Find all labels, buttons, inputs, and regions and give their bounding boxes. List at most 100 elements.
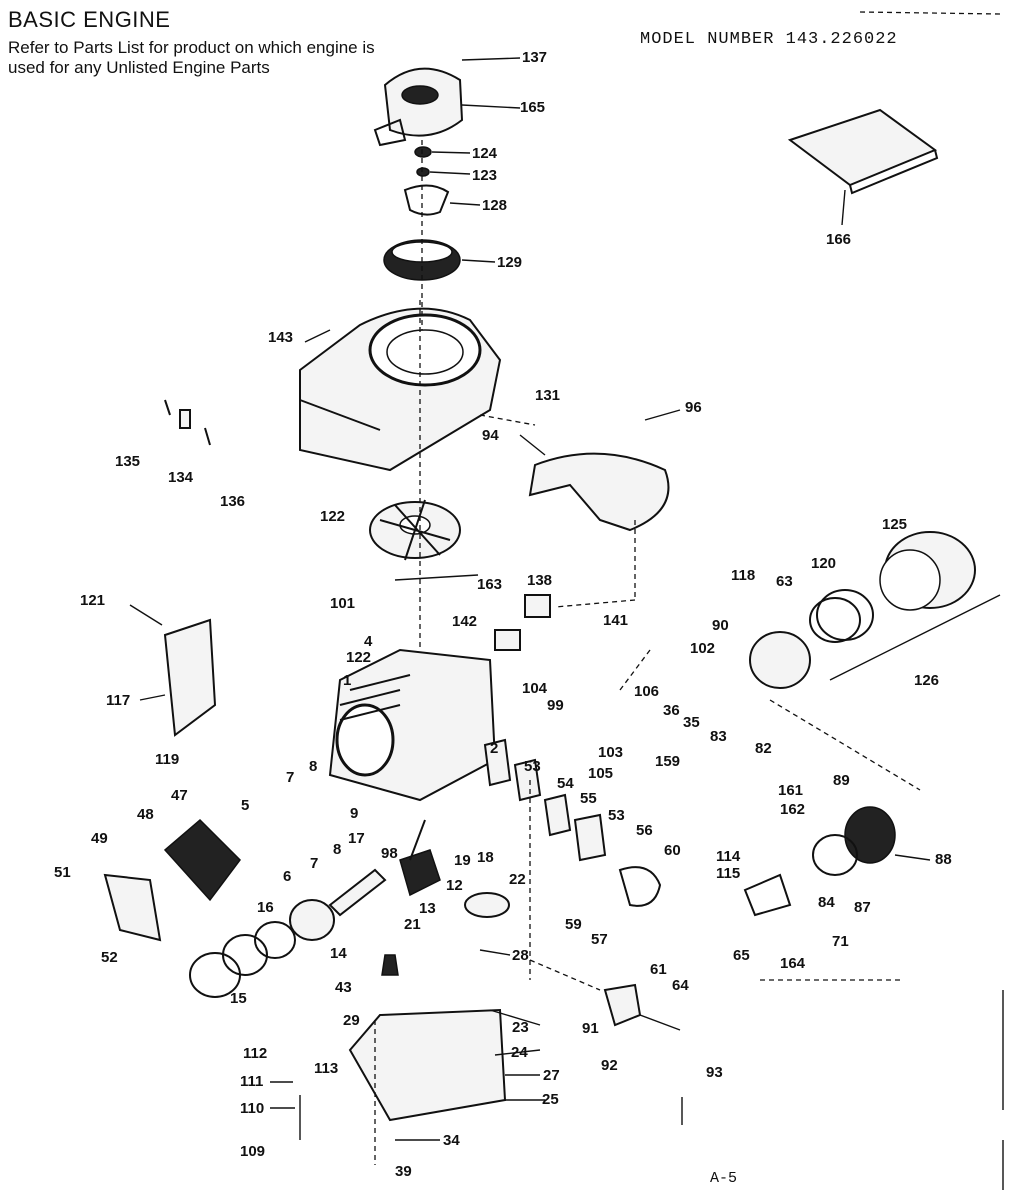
part-label: 136	[220, 493, 245, 510]
part-label: 121	[80, 592, 105, 609]
part-label: 24	[511, 1044, 528, 1061]
leader-line	[139, 694, 166, 701]
part-label: 59	[565, 916, 582, 933]
spacer-shape	[179, 409, 191, 429]
part-label: 54	[557, 775, 574, 792]
part-label: 141	[603, 612, 628, 629]
part-label: 89	[833, 772, 850, 789]
part-label: 27	[543, 1067, 560, 1084]
part-label: 56	[636, 822, 653, 839]
piston-rings-shape	[189, 921, 296, 998]
part-label: 64	[672, 977, 689, 994]
crankshaft-shape	[399, 819, 441, 897]
part-label: 124	[472, 145, 498, 162]
part-label: 118	[731, 567, 755, 584]
part-label: 36	[663, 702, 680, 719]
gasket-shape	[494, 629, 521, 651]
leader-line	[461, 259, 496, 263]
part-label: 126	[914, 672, 939, 689]
piston-shape	[289, 899, 335, 941]
leader-line	[304, 329, 331, 343]
flywheel-shape	[369, 499, 461, 561]
part-label: 90	[712, 617, 729, 634]
part-label: 6	[283, 868, 291, 885]
part-label: 117	[106, 692, 130, 709]
leader-line	[449, 202, 481, 206]
part-label: 84	[818, 894, 835, 911]
seal-shape	[618, 866, 662, 907]
part-label: 87	[854, 899, 871, 916]
part-label: 5	[241, 797, 249, 814]
part-label: 22	[509, 871, 526, 888]
leader-line	[394, 574, 479, 581]
part-label: 2	[490, 740, 498, 757]
part-label: 92	[601, 1057, 618, 1074]
part-label: 142	[452, 613, 477, 630]
part-label: 110	[240, 1100, 264, 1117]
cam-gear-shape	[464, 892, 510, 918]
part-label: 94	[482, 427, 499, 444]
breather-shape	[543, 793, 572, 837]
diagram-note: Refer to Parts List for product on which…	[8, 38, 375, 77]
leader-line	[431, 151, 471, 154]
part-label: 21	[404, 916, 421, 933]
part-label: 65	[733, 947, 750, 964]
part-label: 164	[780, 955, 806, 972]
bracket-shape	[603, 983, 642, 1027]
part-label: 138	[527, 572, 552, 589]
part-label: 109	[240, 1143, 265, 1160]
leader-line	[644, 409, 681, 421]
part-label: 119	[155, 751, 179, 768]
part-label: 18	[477, 849, 494, 866]
part-label: 29	[343, 1012, 360, 1029]
part-label: 7	[286, 769, 294, 786]
part-label: 113	[314, 1060, 338, 1077]
part-label: 9	[350, 805, 358, 822]
pin-shape	[164, 399, 171, 416]
part-label: 128	[482, 197, 507, 214]
part-label: 35	[683, 714, 700, 731]
part-label: 82	[755, 740, 772, 757]
part-label: 83	[710, 728, 727, 745]
page-number: A-5	[710, 1170, 738, 1187]
part-label: 125	[882, 516, 907, 533]
diagram-title: BASIC ENGINE	[8, 7, 171, 32]
sump-shape	[348, 1008, 507, 1122]
leader-line	[519, 434, 546, 456]
part-label: 101	[330, 595, 355, 612]
plug-shape	[381, 954, 399, 976]
part-label: 61	[650, 961, 667, 978]
leader-line	[461, 57, 521, 61]
part-label: 163	[477, 576, 502, 593]
cylinder-block-shape	[328, 648, 497, 802]
part-label: 17	[348, 830, 365, 847]
part-label: 122	[346, 649, 371, 666]
part-label: 99	[547, 697, 564, 714]
assembly-line	[479, 414, 536, 426]
leader-line	[894, 854, 931, 861]
part-label: 19	[454, 852, 471, 869]
part-label: 135	[115, 453, 140, 470]
part-label: 7	[310, 855, 318, 872]
part-label: 49	[91, 830, 108, 847]
part-label: 14	[330, 945, 347, 962]
part-label: 111	[240, 1073, 263, 1090]
leader-line	[639, 1014, 681, 1031]
part-label: 13	[419, 900, 436, 917]
part-label: 98	[381, 845, 398, 862]
washer-shape	[416, 167, 430, 177]
part-label: 104	[522, 680, 548, 697]
nut-shape	[414, 146, 432, 158]
part-label: 123	[472, 167, 497, 184]
part-label: 60	[664, 842, 681, 859]
part-label: 96	[685, 399, 702, 416]
bracket-shape	[163, 618, 217, 737]
part-label: 120	[811, 555, 836, 572]
part-label: 71	[832, 933, 849, 950]
part-label: 53	[524, 758, 541, 775]
owners-manual-shape	[787, 108, 939, 195]
part-label: 8	[309, 758, 317, 775]
part-label: 103	[598, 744, 623, 761]
part-label: 52	[101, 949, 118, 966]
